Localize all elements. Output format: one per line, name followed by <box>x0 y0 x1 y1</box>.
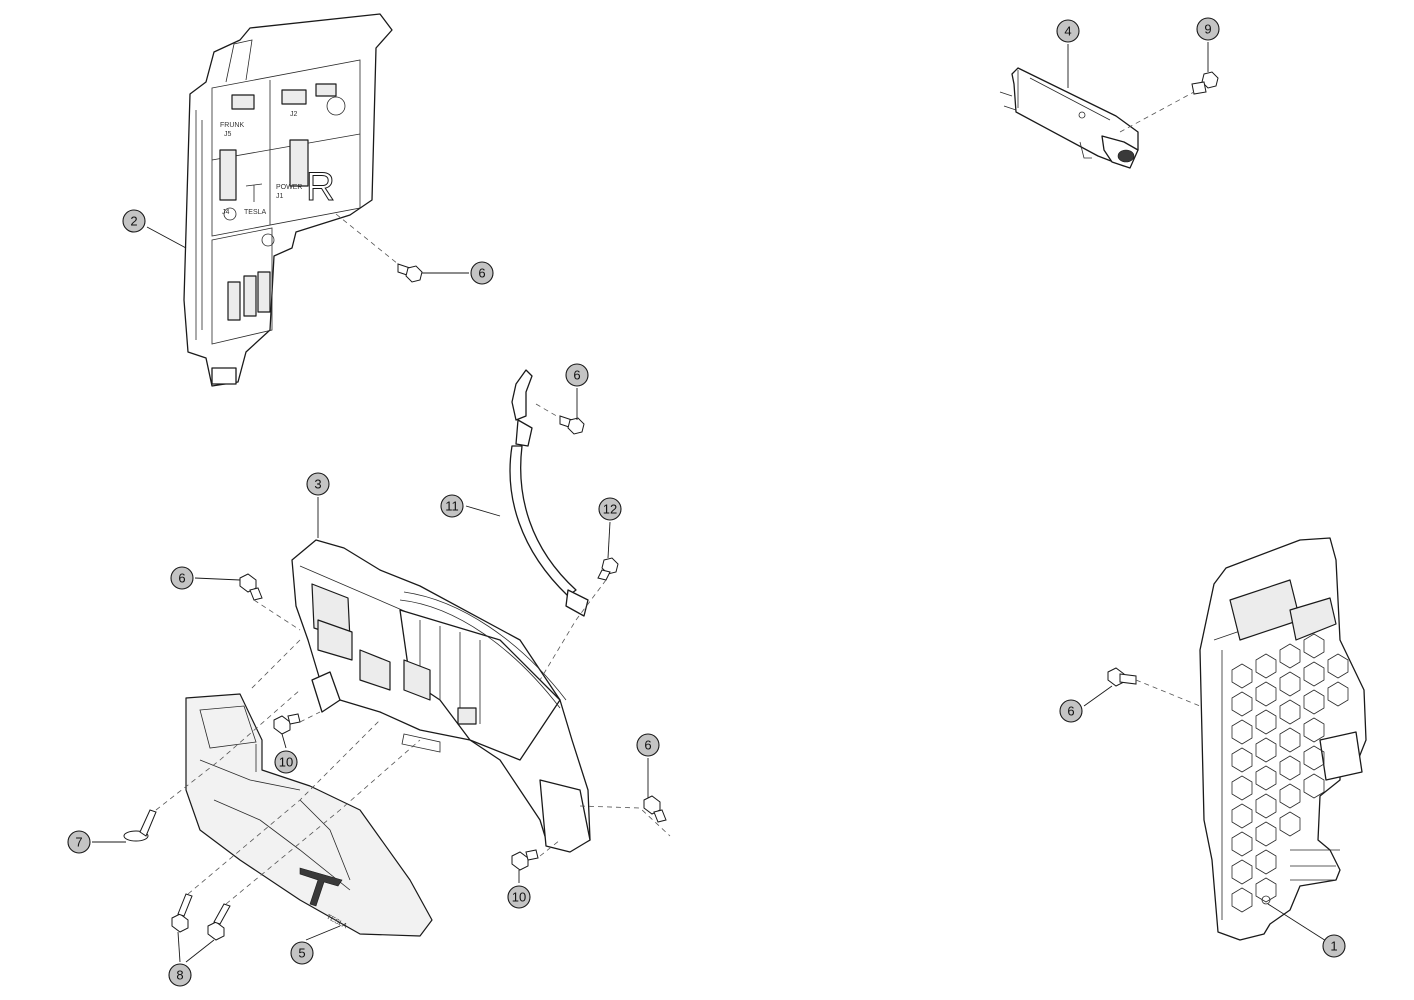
callout-10-right-label: 10 <box>512 890 526 905</box>
callout-6-cable-label: 6 <box>573 368 580 383</box>
callout-9: 9 <box>1196 17 1220 41</box>
callout-11: 11 <box>440 494 464 518</box>
part-2-frunk-print: FRUNK <box>220 122 244 129</box>
callout-6-right-module-label: 6 <box>1067 704 1074 719</box>
callout-1: 1 <box>1322 934 1346 958</box>
callout-12: 12 <box>598 497 622 521</box>
part-5-cover: TESLA <box>185 693 433 937</box>
fastener-screw-7 <box>123 809 157 842</box>
part-2-j5-print: J5 <box>224 131 232 138</box>
fastener-screw-12 <box>597 557 619 581</box>
part-2-r-print: R <box>306 165 335 209</box>
callout-7: 7 <box>67 830 91 854</box>
callout-6-left-label: 6 <box>178 571 185 586</box>
callout-1-label: 1 <box>1330 939 1337 954</box>
callout-10-left: 10 <box>274 750 298 774</box>
leader-lines <box>92 42 1335 963</box>
callout-12-label: 12 <box>603 502 617 517</box>
part-5-tesla-logo-icon <box>299 867 343 907</box>
part-2-j1-print: J1 <box>276 193 284 200</box>
callout-8-label: 8 <box>176 968 183 983</box>
fastener-screw-9 <box>1191 71 1219 95</box>
fastener-screw-8b <box>207 903 231 941</box>
fastener-screw-10b <box>511 849 539 871</box>
fastener-screw-6d <box>643 795 667 823</box>
callout-2-label: 2 <box>130 214 137 229</box>
part-11-cable <box>509 369 589 617</box>
callout-10-right: 10 <box>507 885 531 909</box>
assembly-lines <box>155 91 1201 905</box>
callout-6-bottom-right: 6 <box>636 733 660 757</box>
fastener-screw-6e <box>1107 667 1137 687</box>
part-2-power-print: POWER <box>276 184 302 191</box>
callout-5: 5 <box>290 941 314 965</box>
fastener-screw-10a <box>273 713 301 735</box>
fastener-screw-6c <box>239 573 263 601</box>
callout-6-bottom-right-label: 6 <box>644 738 651 753</box>
part-2-j4-print: J4 <box>222 209 230 216</box>
part-2-j2-print: J2 <box>290 111 298 118</box>
callout-5-label: 5 <box>298 946 305 961</box>
callout-7-label: 7 <box>75 835 82 850</box>
callout-6-right-module: 6 <box>1059 699 1083 723</box>
fastener-screw-6a <box>397 263 423 283</box>
callout-6-top: 6 <box>470 261 494 285</box>
callout-3: 3 <box>306 472 330 496</box>
part-3-lower-bracket <box>291 539 591 853</box>
callout-11-label: 11 <box>445 499 459 514</box>
callout-4-label: 4 <box>1064 24 1071 39</box>
part-2-controller-bracket: R FRUNK J5 POWER J1 J2 J4 TESLA <box>183 13 393 387</box>
part-2-tesla-logo-icon <box>245 183 263 202</box>
fastener-screw-6b <box>559 415 585 435</box>
callout-9-label: 9 <box>1204 22 1211 37</box>
callout-10-left-label: 10 <box>279 755 293 770</box>
callout-8: 8 <box>168 963 192 987</box>
callout-4: 4 <box>1056 19 1080 43</box>
fastener-screw-8a <box>171 893 193 933</box>
callout-6-left: 6 <box>170 566 194 590</box>
part-1-honeycomb-module <box>1199 537 1367 941</box>
part-1-honeycomb-cells <box>1231 633 1349 913</box>
part-2-tesla-print: TESLA <box>244 209 267 216</box>
callout-3-label: 3 <box>314 477 321 492</box>
callout-6-top-label: 6 <box>478 266 485 281</box>
callout-6-cable: 6 <box>565 363 589 387</box>
part-4-module <box>999 67 1139 169</box>
callout-2: 2 <box>122 209 146 233</box>
